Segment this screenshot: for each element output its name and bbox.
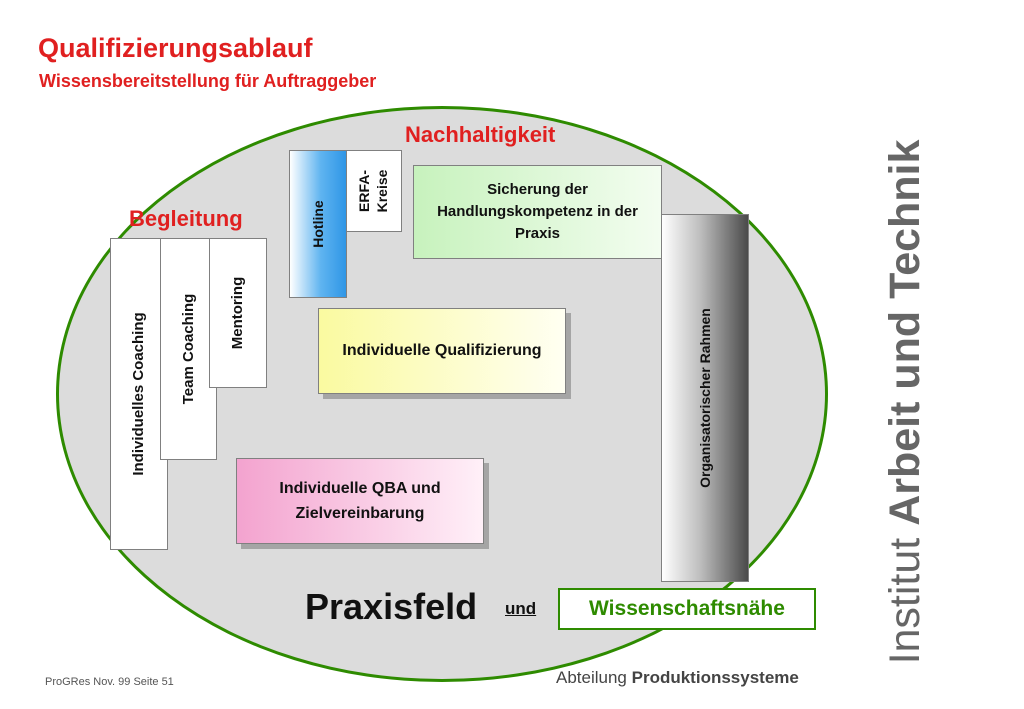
team-coaching-text: Team Coaching: [179, 293, 197, 405]
box-individuelle-qba: Individuelle QBA und Zielvereinbarung: [236, 458, 484, 544]
abteilung-prefix: Abteilung: [556, 668, 632, 687]
box-team-coaching: Team Coaching: [160, 238, 217, 460]
box-mentoring: Mentoring: [209, 238, 267, 388]
label-begleitung: Begleitung: [129, 206, 243, 231]
box-hotline: Hotline: [289, 150, 347, 298]
erfa-kreise-text: ERFA- Kreise: [356, 169, 390, 213]
mentoring-text: Mentoring: [229, 276, 246, 350]
slide-footer: ProGRes Nov. 99 Seite 51: [45, 676, 174, 688]
box-sicherung-handlungskompetenz: Sicherung der Handlungskompetenz in der …: [413, 165, 662, 259]
box-individuelle-qualifizierung: Individuelle Qualifizierung: [318, 308, 566, 394]
hotline-text: Hotline: [310, 200, 326, 248]
praxisfeld-label: Praxisfeld: [305, 586, 478, 627]
und-label: und: [505, 599, 537, 618]
label-nachhaltigkeit: Nachhaltigkeit: [405, 122, 556, 147]
institut-brand: Institut Arbeit und Technik: [880, 140, 930, 665]
sicherung-text: Sicherung der Handlungskompetenz in der …: [437, 181, 638, 242]
org-rahmen-text: Organisatorischer Rahmen: [697, 308, 713, 488]
wissenschaftsnaehe-box: Wissenschaftsnähe: [558, 588, 816, 630]
institut-prefix: Institut: [881, 525, 929, 665]
page-title: Qualifizierungsablauf: [38, 33, 313, 63]
abteilung-name: Produktionssysteme: [631, 668, 799, 687]
box-organisatorischer-rahmen: Organisatorischer Rahmen: [661, 214, 749, 582]
box-erfa-kreise: ERFA- Kreise: [344, 150, 402, 232]
institut-name: Arbeit und Technik: [881, 139, 929, 526]
page-subtitle: Wissensbereitstellung für Auftraggeber: [39, 71, 377, 91]
abteilung-label: Abteilung Produktionssysteme: [556, 668, 799, 688]
ind-qba-text: Individuelle QBA und Zielvereinbarung: [279, 480, 441, 522]
ind-coaching-text: Individuelles Coaching: [130, 312, 147, 476]
box-individuelles-coaching: Individuelles Coaching: [110, 238, 168, 550]
ind-qualifizierung-text: Individuelle Qualifizierung: [342, 342, 542, 359]
